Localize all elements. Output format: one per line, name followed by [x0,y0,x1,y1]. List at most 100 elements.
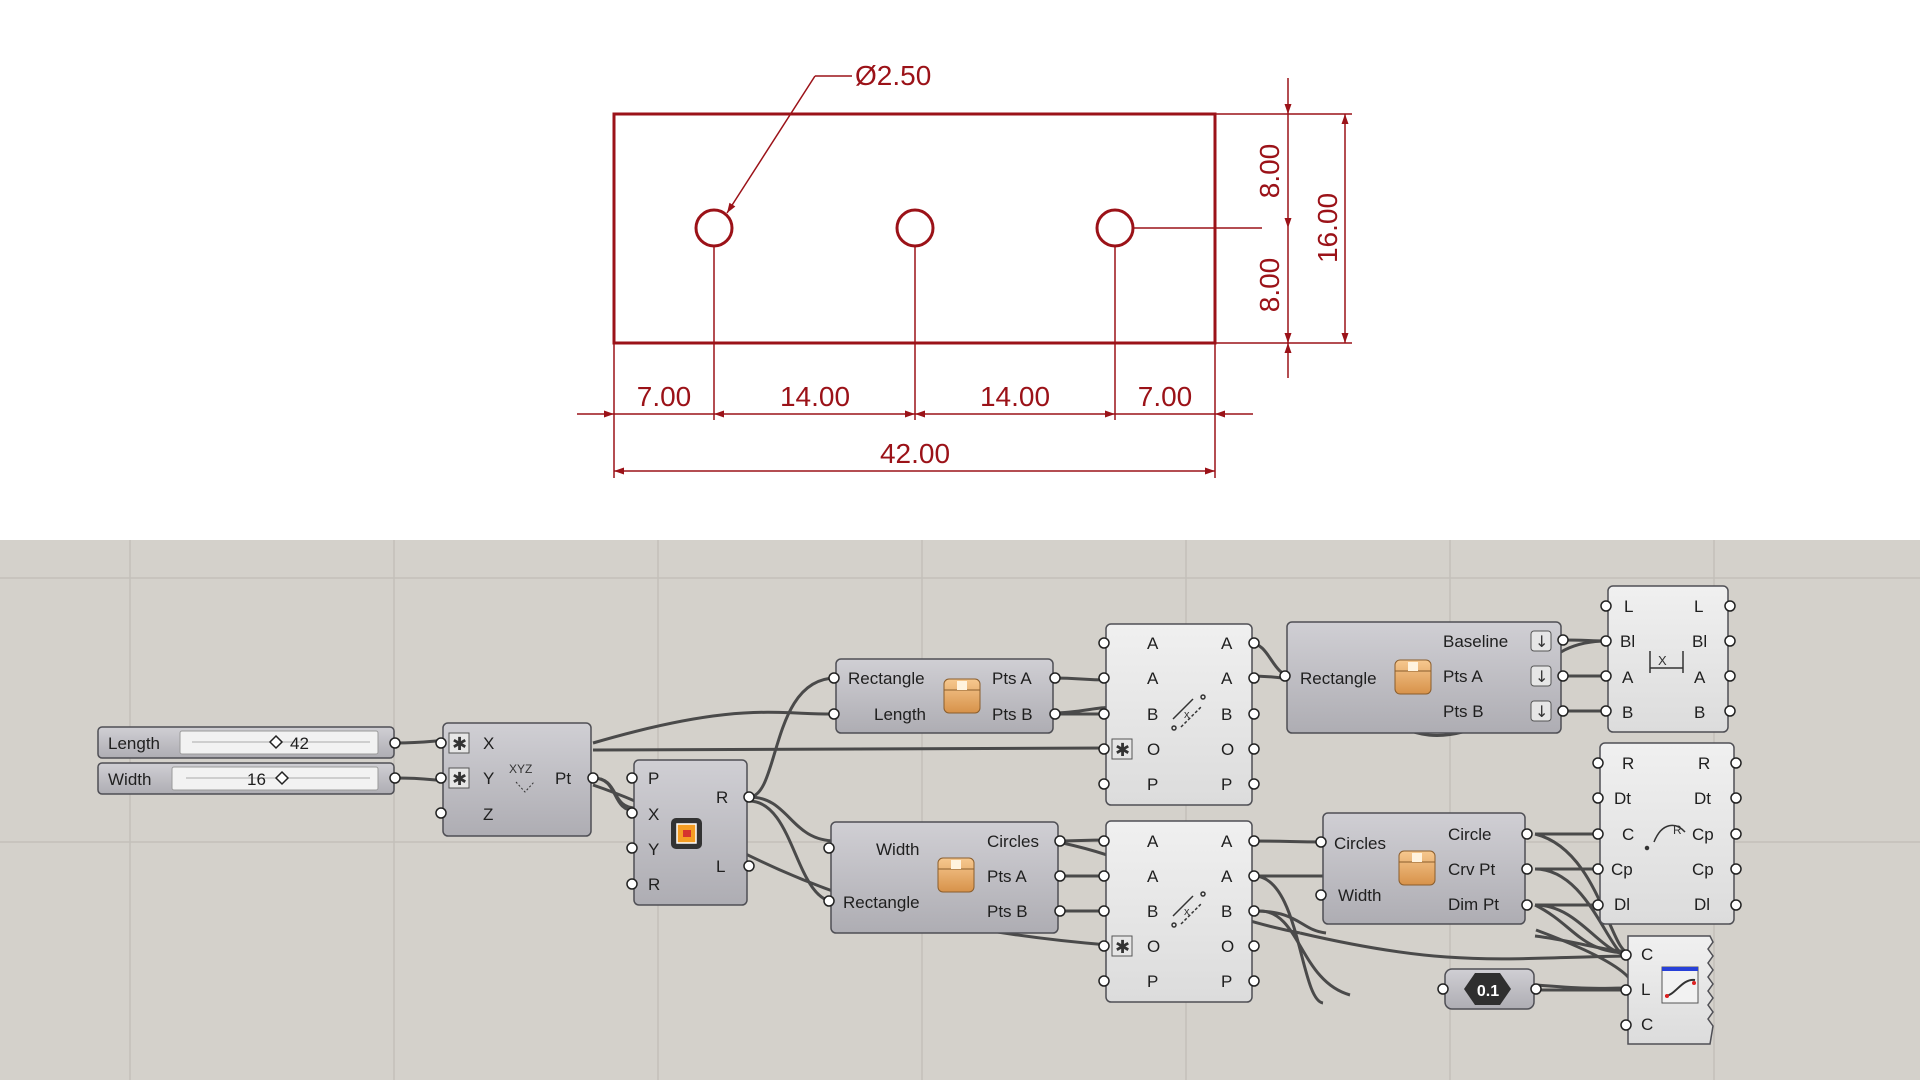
number-parameter-value: 0.1 [1477,983,1499,1000]
graft-icon [448,732,470,754]
output-bl: Bl [1692,632,1707,651]
output-cp: Cp [1692,825,1714,844]
aligned-dimension-bottom[interactable]: A A B O P ✱ x A A B O P [1098,820,1260,1003]
dim-text-gap-1: 14.00 [780,381,850,412]
output-pts-b: Pts B [992,705,1033,724]
output-a: A [1694,668,1706,687]
input-y: Y [648,840,659,859]
output-cp: Cp [1692,860,1714,879]
svg-text:✱: ✱ [452,769,467,790]
input-b: B [1147,705,1158,724]
output-pts-b: Pts B [987,902,1028,921]
input-x: X [483,734,494,753]
cluster-icon [1398,850,1436,886]
output-a: A [1221,669,1233,688]
input-rectangle: Rectangle [1300,669,1377,688]
output-crv-pt: Crv Pt [1448,860,1496,879]
input-length: Length [874,705,926,724]
dim-text-total-width: 16.00 [1312,193,1343,263]
aligned-dimension-top[interactable]: A A B O P ✱ x A A B O P [1098,623,1260,806]
input-p: P [1147,775,1158,794]
svg-text:x: x [1184,906,1190,918]
slider-width-value: 16 [247,770,266,789]
input-p: P [648,769,659,788]
output-a: A [1221,832,1233,851]
number-parameter[interactable]: 0.1 [1437,968,1542,1010]
dim-text-right-edge: 7.00 [1138,381,1193,412]
graft-icon [1111,738,1133,760]
grasshopper-canvas[interactable]: Length 42 Width 16 ✱ ✱ X Y Z X [0,540,1920,1080]
input-c: C [1622,825,1634,844]
output-circles: Circles [987,832,1039,851]
svg-text:✱: ✱ [1115,740,1130,761]
linear-dimension-icon [1649,651,1684,673]
output-dim-pt: Dim Pt [1448,895,1499,914]
slider-length-handle[interactable] [268,734,284,750]
input-o: O [1147,740,1160,759]
input-bl: Bl [1620,632,1635,651]
input-l: L [1624,597,1633,616]
hole-middle [895,208,935,248]
output-r: R [716,788,728,807]
input-a: A [1147,669,1159,688]
dim-text-gap-2: 14.00 [980,381,1050,412]
input-p: P [1147,972,1158,991]
slider-width[interactable]: Width 16 [97,762,401,795]
diameter-label: Ø2.50 [855,60,931,91]
svg-text:x: x [1184,709,1190,721]
dim-text-left-edge: 7.00 [637,381,692,412]
input-c: C [1641,1015,1653,1034]
cluster-top[interactable]: Rectangle Length Pts A Pts B [828,658,1061,734]
output-pts-b: Pts B [1443,702,1484,721]
input-a: A [1147,634,1159,653]
graft-icon [1111,935,1133,957]
cluster-right-bottom[interactable]: Circles Width Circle Crv Pt Dim Pt [1315,812,1533,925]
output-r: R [1698,754,1710,773]
input-dl: Dl [1614,895,1630,914]
output-o: O [1221,937,1234,956]
slider-width-handle[interactable] [274,770,290,786]
construct-point-component[interactable]: ✱ ✱ X Y Z XYZ Pt [435,722,599,837]
output-pts-a: Pts A [987,867,1027,886]
graft-icon [448,767,470,789]
output-p: P [1221,775,1232,794]
input-dt: Dt [1614,789,1631,808]
output-p: P [1221,972,1232,991]
input-rectangle: Rectangle [843,893,920,912]
output-l: L [1694,597,1703,616]
input-l: L [1641,980,1650,999]
linear-dimension-component[interactable]: L Bl A B X L Bl A B [1600,585,1736,733]
svg-text:↓: ↓ [1535,632,1548,651]
slider-length[interactable]: Length 42 [97,726,401,759]
output-baseline: Baseline [1443,632,1508,651]
curve-dimension-component[interactable]: C L C [1620,935,1714,1045]
cluster-icon [1394,659,1432,695]
input-width: Width [1338,886,1381,905]
input-c: C [1641,945,1653,964]
input-cp: Cp [1611,860,1633,879]
input-r: R [1622,754,1634,773]
hole-right [1095,208,1135,248]
output-a: A [1221,634,1233,653]
svg-text:✱: ✱ [452,734,467,755]
output-b: B [1694,703,1705,722]
flatten-icon: ↓ [1530,700,1552,722]
input-r: R [648,875,660,894]
output-pts-a: Pts A [992,669,1032,688]
cluster-right-top[interactable]: Rectangle Baseline Pts A Pts B ↓ ↓ ↓ [1279,621,1569,734]
slider-width-label: Width [108,770,151,789]
rectangle-component[interactable]: P X Y R R L [626,759,755,906]
aligned-dimension-icon [1171,694,1206,731]
output-pts-a: Pts A [1443,667,1483,686]
input-a: A [1147,832,1159,851]
input-circles: Circles [1334,834,1386,853]
input-x: X [648,805,659,824]
input-a: A [1147,867,1159,886]
radial-dimension-icon-label: R [1673,823,1682,837]
slider-length-label: Length [108,734,160,753]
svg-text:✱: ✱ [1115,937,1130,958]
output-b: B [1221,705,1232,724]
cluster-mid[interactable]: Width Rectangle Circles Pts A Pts B [823,821,1066,934]
radial-dimension-component[interactable]: R Dt C Cp Dl R R Dt Cp Cp Dl [1592,742,1742,925]
cluster-icon [937,857,975,893]
